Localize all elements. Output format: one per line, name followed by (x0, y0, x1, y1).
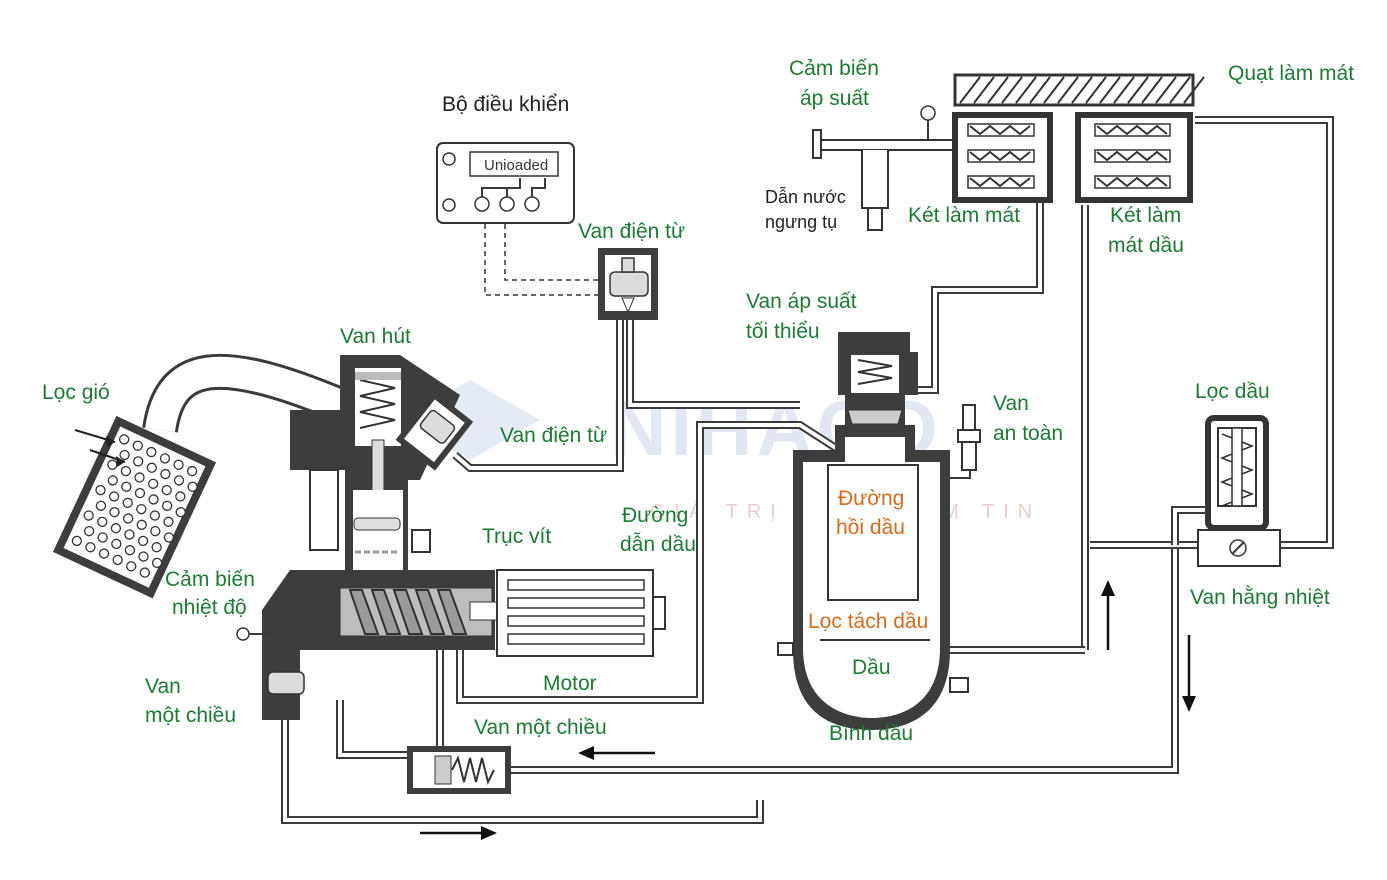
label-temp-sensor-2: nhiệt độ (172, 596, 247, 619)
intake-valve-assembly (290, 355, 474, 590)
label-temp-sensor-1: Cảm biến (165, 568, 255, 591)
label-pressure-sensor-1: Cảm biến (789, 57, 879, 80)
min-pressure-valve (838, 332, 918, 430)
safety-valve (950, 404, 981, 479)
label-oil: Dầu (852, 656, 891, 679)
label-oil-return-2: hồi dầu (836, 516, 905, 539)
label-oil-separator: Lọc tách dầu (808, 610, 928, 633)
pipe-network (142, 116, 1334, 824)
labels: Lọc gió Bộ điều khiển Van điện từ Van hú… (42, 57, 1354, 745)
flow-arrows (420, 580, 1196, 840)
label-pressure-sensor-2: áp suất (800, 87, 869, 110)
oil-cooler (1075, 112, 1193, 203)
label-intake-valve: Van hút (340, 325, 411, 348)
label-condensate-2: ngưng tụ (765, 212, 837, 232)
screw-compressor (236, 570, 501, 720)
label-oil-cooler-2: mát dầu (1108, 234, 1184, 257)
label-motor: Motor (543, 672, 597, 695)
label-solenoid-top: Van điện từ (578, 220, 685, 243)
controller-display: Unioaded (484, 157, 548, 174)
label-safety-valve-1: Van (993, 392, 1029, 415)
label-cooling-fan: Quạt làm mát (1228, 62, 1354, 85)
label-oil-return-1: Đường (838, 487, 904, 510)
label-oil-cooler-1: Két làm (1110, 204, 1181, 227)
pressure-sensor-line (812, 105, 955, 231)
pressure-gauge-icon (920, 105, 936, 121)
solenoid-valve-top (598, 248, 658, 320)
label-check-valve-left-1: Van (145, 675, 181, 698)
label-safety-valve-2: an toàn (993, 422, 1063, 445)
controller-knob-2[interactable] (499, 196, 515, 212)
label-oil-filter: Lọc dầu (1195, 380, 1270, 403)
check-valve-bottom (407, 746, 511, 794)
air-cooler (952, 112, 1053, 203)
label-min-pressure-1: Van áp suất (746, 290, 857, 313)
label-oil-line-2: dẫn dầu (620, 533, 696, 556)
label-oil-line-1: Đường (622, 504, 688, 527)
cooling-fan (953, 73, 1205, 107)
controller-unit: Unioaded (436, 142, 600, 296)
label-controller: Bộ điều khiển (442, 93, 569, 116)
label-min-pressure-2: tối thiểu (746, 320, 820, 343)
label-condensate-1: Dẫn nước (765, 186, 846, 207)
controller-knob-1[interactable] (474, 196, 490, 212)
label-oil-tank: Bình dầu (829, 722, 913, 745)
label-check-valve-bottom: Van một chiều (474, 716, 607, 739)
label-air-cooler: Két làm mát (908, 204, 1020, 227)
air-filter (52, 415, 217, 599)
air-inlet-arrows (74, 429, 126, 467)
label-screw: Trục vít (482, 525, 551, 548)
oil-separator-tank (777, 425, 969, 730)
label-air-filter: Lọc gió (42, 381, 110, 404)
label-solenoid-mid: Van điện từ (500, 424, 607, 447)
thermostatic-valve (1197, 529, 1281, 567)
label-thermostat-valve: Van hằng nhiệt (1190, 586, 1330, 609)
temperature-sensor-icon (236, 627, 250, 641)
controller-knob-3[interactable] (524, 196, 540, 212)
label-check-valve-left-2: một chiều (145, 704, 236, 727)
motor (496, 569, 666, 657)
oil-filter (1205, 415, 1269, 531)
